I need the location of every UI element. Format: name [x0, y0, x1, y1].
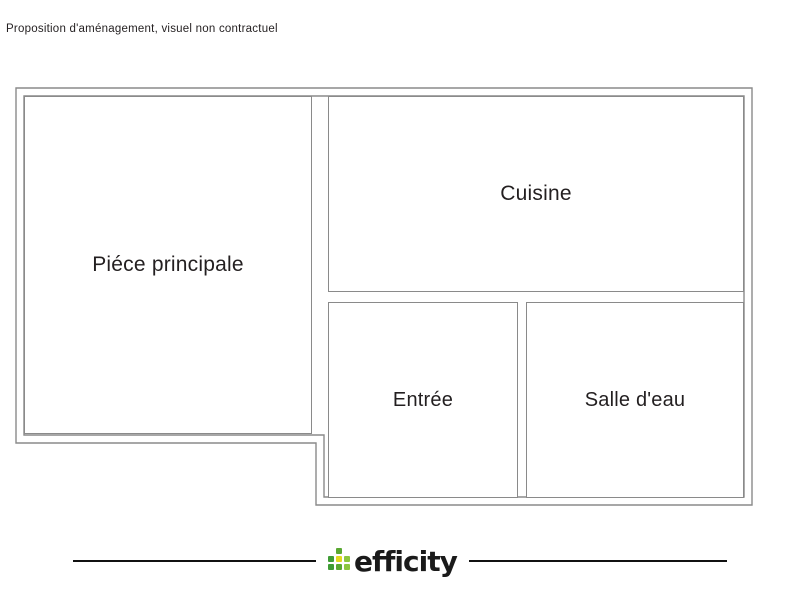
room-label-salle-deau: Salle d'eau: [584, 388, 686, 411]
room-cuisine: Cuisine: [328, 96, 744, 292]
efficity-wordmark: efficity: [354, 545, 458, 578]
room-piece-principale: Piéce principale: [24, 96, 312, 434]
room-label-cuisine: Cuisine: [500, 182, 572, 205]
divider-rule-right: [468, 560, 727, 562]
room-label-piece-principale: Piéce principale: [92, 253, 244, 276]
room-entree: Entrée: [328, 302, 518, 498]
divider-rule-left: [73, 560, 317, 562]
footer-logo-band: efficity: [0, 540, 800, 582]
efficity-logo: efficity: [328, 545, 458, 578]
efficity-dot-grid-logo-icon: [328, 548, 351, 570]
room-label-entree: Entrée: [392, 388, 454, 411]
page-caption: Proposition d'aménagement, visuel non co…: [6, 23, 278, 35]
room-salle-deau: Salle d'eau: [526, 302, 744, 498]
